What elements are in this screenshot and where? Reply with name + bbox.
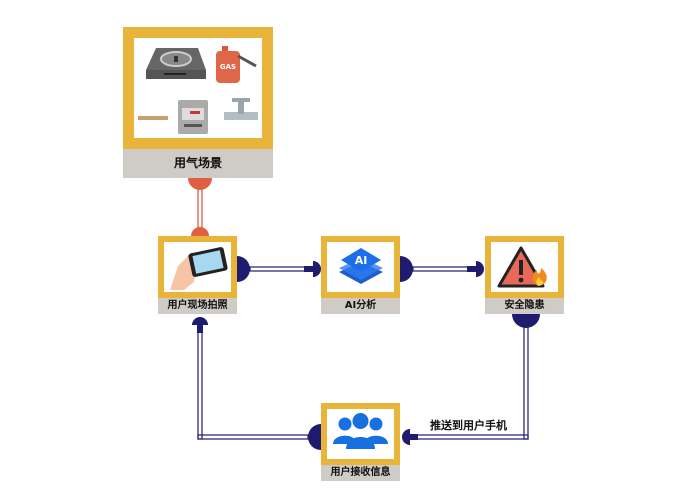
stove-icon xyxy=(146,48,206,79)
link-receive-to-photo xyxy=(192,317,321,450)
node-label: 用户现场拍照 xyxy=(158,298,237,314)
warning-fire-icon xyxy=(491,242,558,292)
node-label: 用户接收信息 xyxy=(321,465,400,481)
pipe-valve-icon xyxy=(224,98,258,120)
node-label: AI分析 xyxy=(321,298,400,314)
link-scene-to-photo xyxy=(188,178,212,236)
node-label: 用气场景 xyxy=(123,149,273,178)
scene-image: GAS xyxy=(134,38,262,138)
ai-chip-icon: AI xyxy=(327,242,394,292)
link-ai-to-hazard xyxy=(400,256,484,282)
node-ai-analysis[interactable]: AI AI分析 xyxy=(321,236,400,314)
node-user-photo[interactable]: 用户现场拍照 xyxy=(158,236,237,314)
node-label: 安全隐患 xyxy=(485,298,564,314)
gas-meter-icon xyxy=(138,100,208,134)
svg-text:AI: AI xyxy=(355,254,368,267)
node-safety-hazard[interactable]: 安全隐患 xyxy=(485,236,564,314)
node-user-receive[interactable]: 用户接收信息 xyxy=(321,403,400,481)
svg-text:GAS: GAS xyxy=(220,63,236,71)
hand-phone-icon xyxy=(164,242,231,292)
node-gas-scene[interactable]: GAS 用气场景 xyxy=(123,27,273,178)
link-photo-to-ai xyxy=(237,256,321,282)
gas-cylinder-icon: GAS xyxy=(216,46,257,83)
users-group-icon xyxy=(327,409,394,459)
link-hazard-to-receive xyxy=(402,314,540,445)
edge-label-push-to-phone: 推送到用户手机 xyxy=(430,419,507,432)
